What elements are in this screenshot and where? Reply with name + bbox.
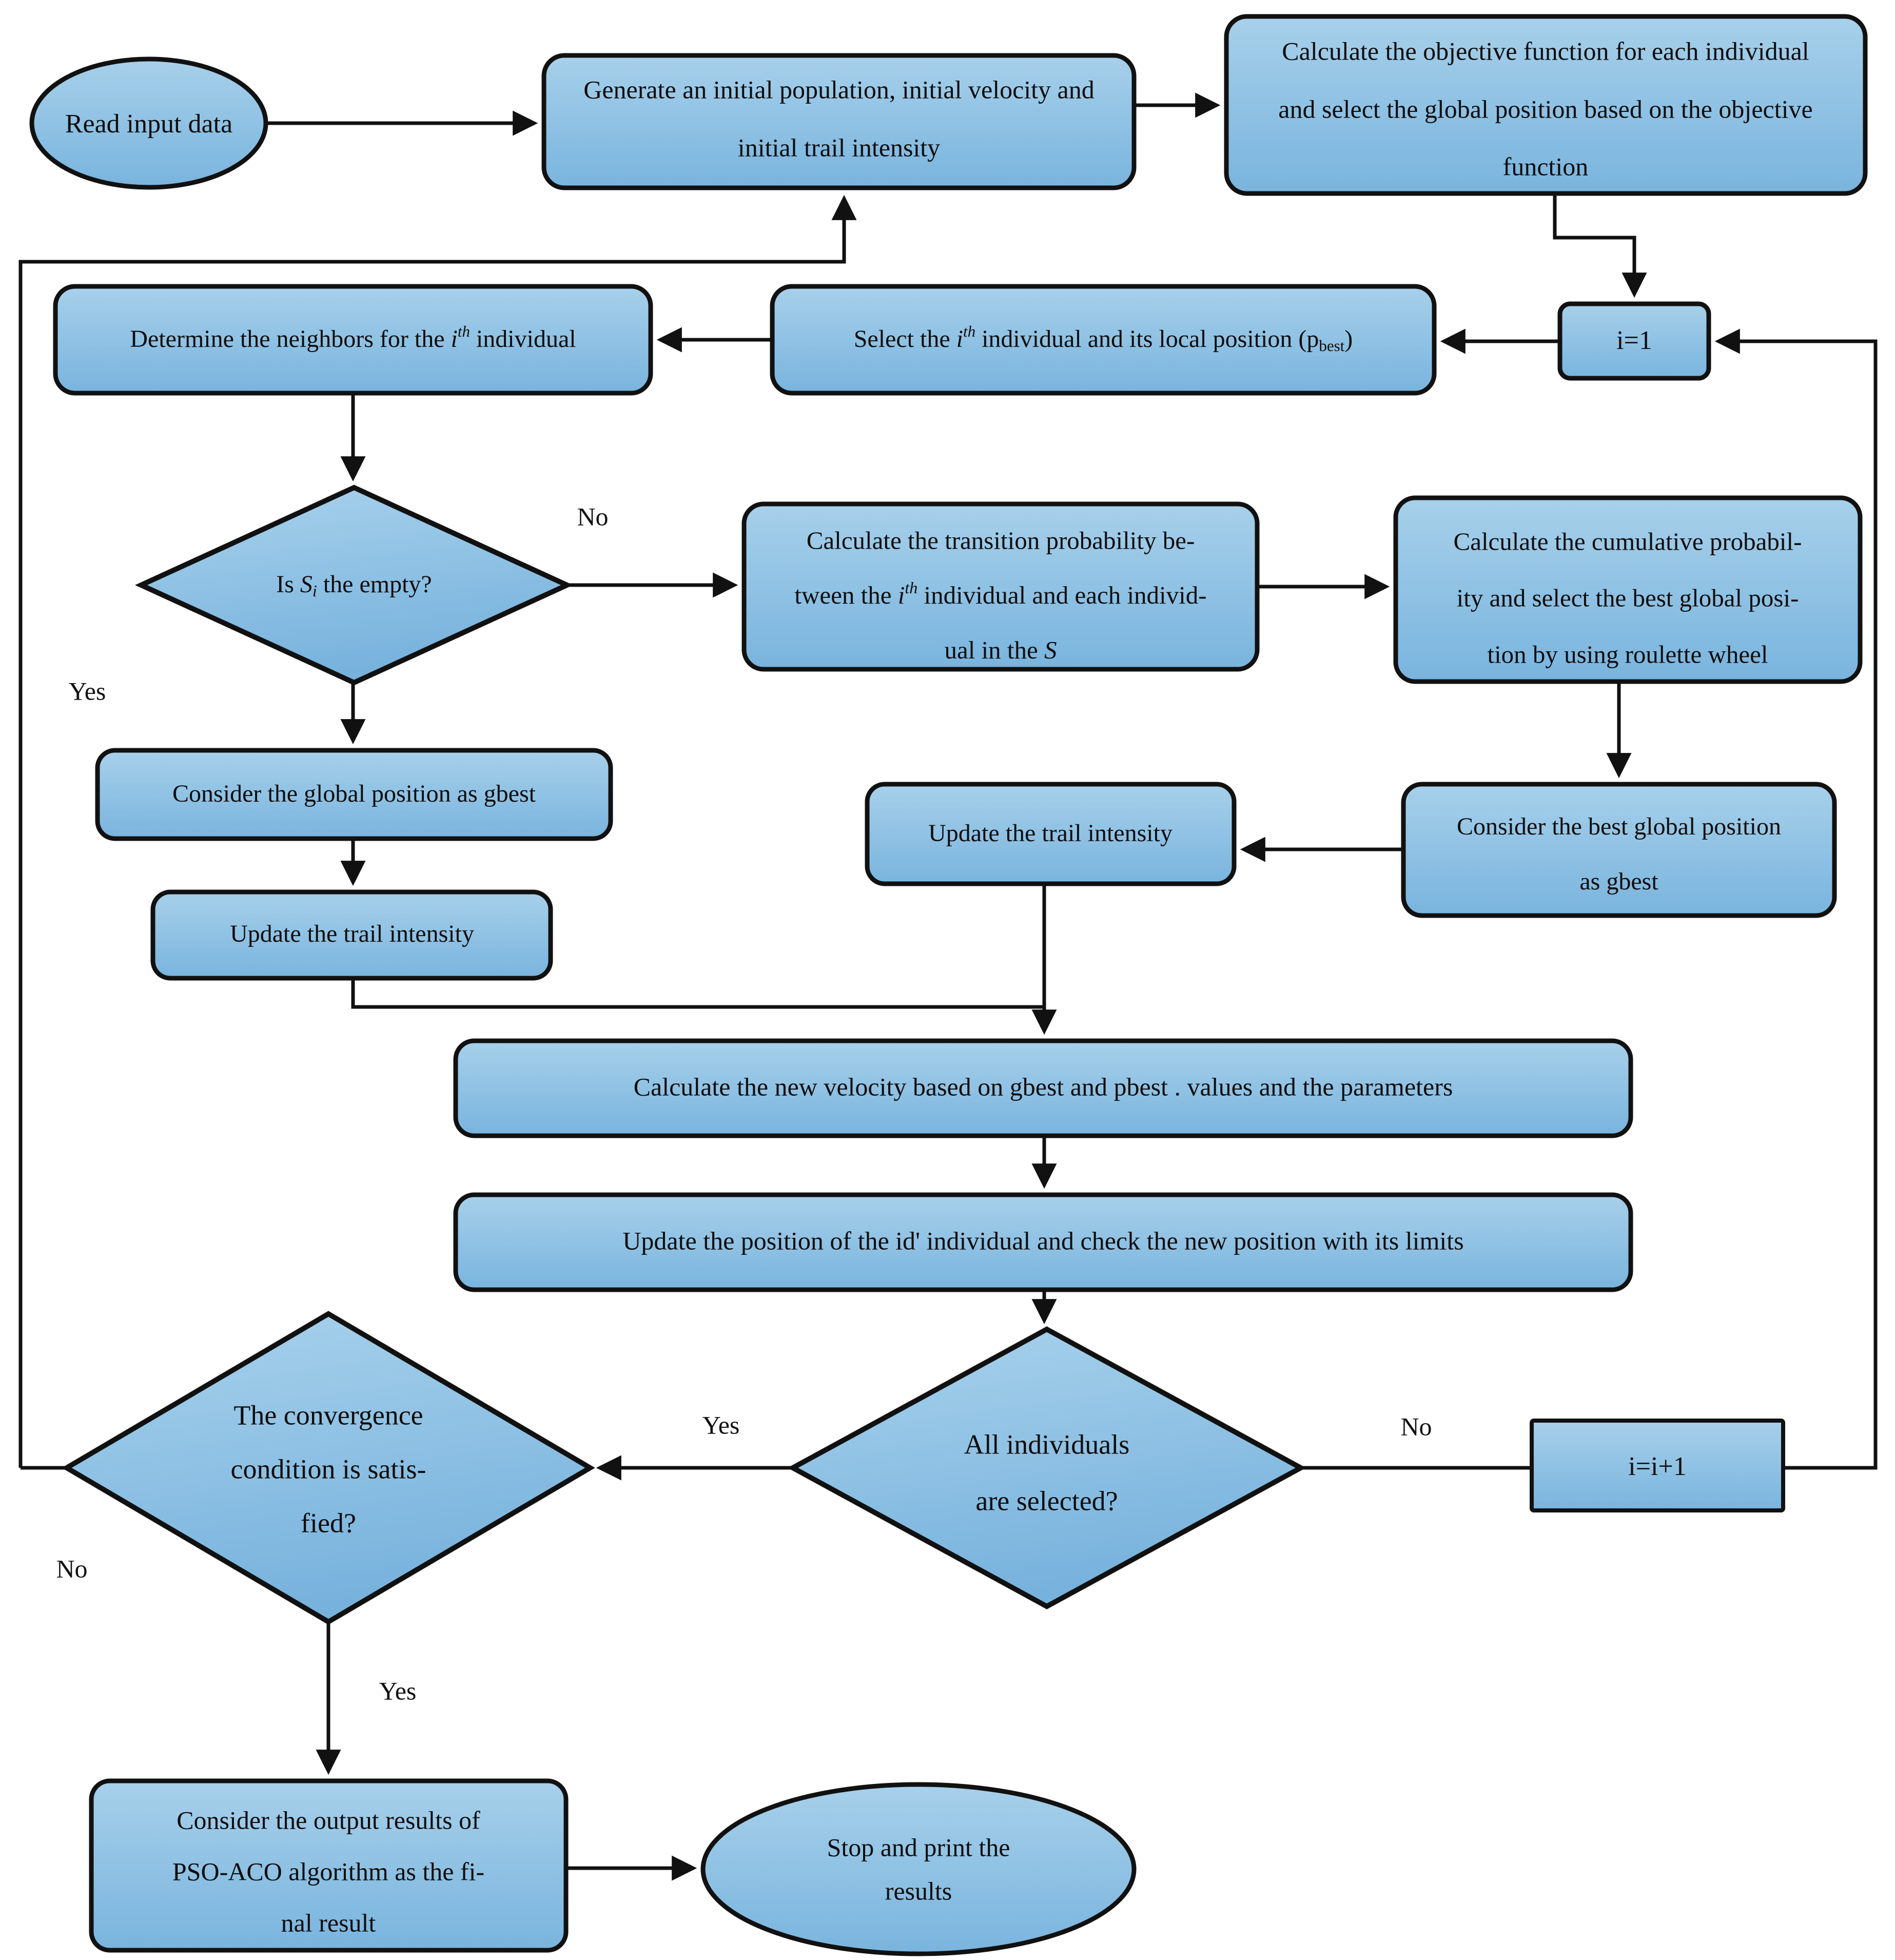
- node-read-input-data[interactable]: Read input data: [29, 56, 268, 190]
- edge-label-yes-all-selected: Yes: [702, 1410, 740, 1439]
- node-is-si-empty-decision[interactable]: Is Si the empty?: [134, 484, 574, 686]
- node-generate-initial-population[interactable]: Generate an initial population, initial …: [541, 53, 1137, 190]
- consider-output-results-line3: nal result: [281, 1908, 376, 1937]
- calculate-transition-probability-line2: tween the ith individual and each indivi…: [794, 578, 1206, 609]
- update-trail-intensity-left-shape[interactable]: [150, 889, 553, 981]
- i-equals-1-label: i=1: [1616, 326, 1652, 355]
- calculate-transition-probability-line3: ual in the S: [944, 636, 1057, 664]
- edge-label-no-convergence: No: [56, 1554, 87, 1583]
- consider-output-results-shape[interactable]: [89, 1778, 569, 1953]
- consider-global-position-gbest-shape[interactable]: [95, 748, 613, 841]
- update-trail-intensity-right-shape[interactable]: [865, 782, 1237, 886]
- node-all-individuals-selected-decision[interactable]: All individuals are selected?: [787, 1326, 1306, 1609]
- node-calculate-cumulative-probability[interactable]: Calculate the cumulative probabil- ity a…: [1393, 495, 1863, 684]
- consider-best-global-position-gbest-line1: Consider the best global position: [1457, 813, 1781, 840]
- node-determine-neighbors[interactable]: Determine the neighbors for the ith indi…: [53, 284, 653, 396]
- edge-increment-back-to-i1: [1714, 328, 1878, 1470]
- convergence-condition-line3: fied?: [301, 1507, 356, 1538]
- all-individuals-selected-line2: are selected?: [975, 1485, 1118, 1516]
- generate-initial-population-line1: Generate an initial population, initial …: [583, 75, 1095, 104]
- read-input-data-label: Read input data: [65, 109, 232, 139]
- i-equals-i-plus-1-shape[interactable]: [1530, 1419, 1785, 1512]
- consider-output-results-line1: Consider the output results of: [177, 1806, 480, 1834]
- is-si-empty-label: Is Si the empty?: [276, 571, 432, 600]
- is-si-empty-shape[interactable]: [134, 484, 574, 686]
- node-update-trail-intensity-right[interactable]: Update the trail intensity: [865, 782, 1237, 886]
- node-calculate-new-velocity[interactable]: Calculate the new velocity based on gbes…: [453, 1038, 1633, 1138]
- edge-loop-back-to-generate: [18, 195, 857, 1468]
- node-consider-best-global-position-gbest[interactable]: Consider the best global position as gbe…: [1401, 782, 1837, 918]
- calculate-objective-function-line3: function: [1503, 152, 1589, 181]
- read-input-data-shape[interactable]: [29, 56, 268, 190]
- node-consider-global-position-gbest[interactable]: Consider the global position as gbest: [95, 748, 613, 841]
- node-stop-print-results[interactable]: Stop and print the results: [700, 1782, 1137, 1956]
- select-individual-label: Select the ith individual and its local …: [854, 322, 1353, 355]
- determine-neighbors-shape[interactable]: [53, 284, 653, 396]
- connector-layer: Calculate transition probability --> Con…: [18, 92, 1878, 1881]
- update-position-shape[interactable]: [453, 1192, 1633, 1292]
- calculate-cumulative-probability-shape[interactable]: [1393, 495, 1863, 684]
- convergence-condition-shape[interactable]: [62, 1311, 595, 1625]
- calculate-cumulative-probability-line2: ity and select the best global posi-: [1457, 584, 1799, 612]
- consider-global-position-gbest-label: Consider the global position as gbest: [172, 780, 536, 807]
- update-position-label: Update the position of the id' individua…: [622, 1226, 1463, 1255]
- edge-label-no-all-selected: No: [1400, 1412, 1432, 1441]
- calculate-new-velocity-label: Calculate the new velocity based on gbes…: [634, 1072, 1453, 1101]
- node-consider-output-results[interactable]: Consider the output results of PSO-ACO a…: [89, 1778, 569, 1953]
- node-i-equals-1[interactable]: i=1: [1557, 301, 1711, 381]
- edge-update-trail-left-join: [351, 978, 1044, 1009]
- generate-initial-population-line2: initial trail intensity: [738, 133, 940, 162]
- node-calculate-transition-probability[interactable]: Calculate the transition probability be-…: [741, 501, 1260, 672]
- node-update-trail-intensity-left[interactable]: Update the trail intensity: [150, 889, 553, 981]
- calculate-transition-probability-line1: Calculate the transition probability be-: [807, 526, 1195, 554]
- select-individual-shape[interactable]: [770, 284, 1437, 396]
- determine-neighbors-label: Determine the neighbors for the ith indi…: [130, 322, 576, 353]
- all-individuals-selected-line1: All individuals: [964, 1429, 1130, 1460]
- calculate-objective-function-line1: Calculate the objective function for eac…: [1282, 36, 1809, 65]
- calculate-transition-probability-shape[interactable]: [741, 501, 1260, 672]
- edge-label-yes-si-empty: Yes: [69, 676, 106, 705]
- convergence-condition-line1: The convergence: [233, 1400, 423, 1430]
- i-equals-i-plus-1-label: i=i+1: [1628, 1452, 1687, 1481]
- calculate-cumulative-probability-line1: Calculate the cumulative probabil-: [1454, 527, 1802, 555]
- calculate-cumulative-probability-line3: tion by using roulette wheel: [1487, 640, 1768, 668]
- node-calculate-objective-function[interactable]: Calculate the objective function for eac…: [1224, 14, 1868, 196]
- edge-label-yes-convergence: Yes: [379, 1676, 417, 1705]
- node-i-equals-i-plus-1[interactable]: i=i+1: [1530, 1419, 1785, 1512]
- node-select-individual[interactable]: Select the ith individual and its local …: [770, 284, 1437, 396]
- calculate-objective-function-shape[interactable]: [1224, 14, 1868, 196]
- update-trail-intensity-left-label: Update the trail intensity: [230, 920, 474, 947]
- generate-initial-population-shape[interactable]: [541, 53, 1137, 190]
- node-update-position[interactable]: Update the position of the id' individua…: [453, 1192, 1633, 1292]
- stop-print-results-line2: results: [885, 1876, 952, 1905]
- calculate-new-velocity-shape[interactable]: [453, 1038, 1633, 1138]
- update-trail-intensity-right-label: Update the trail intensity: [928, 820, 1173, 847]
- node-convergence-condition-decision[interactable]: The convergence condition is satis- fied…: [62, 1311, 595, 1625]
- stop-print-results-line1: Stop and print the: [827, 1833, 1010, 1861]
- consider-best-global-position-gbest-line2: as gbest: [1579, 868, 1658, 895]
- edge-objective-to-i1: [1553, 193, 1647, 298]
- i-equals-1-shape[interactable]: [1557, 301, 1711, 381]
- all-individuals-selected-shape[interactable]: [787, 1326, 1306, 1609]
- edge-label-no-si-empty: No: [577, 502, 608, 531]
- convergence-condition-line2: condition is satis-: [231, 1453, 426, 1484]
- stop-print-results-shape[interactable]: [700, 1782, 1137, 1956]
- consider-best-global-position-gbest-shape[interactable]: [1401, 782, 1837, 918]
- calculate-objective-function-line2: and select the global position based on …: [1278, 94, 1812, 123]
- consider-output-results-line2: PSO-ACO algorithm as the fi-: [172, 1857, 484, 1886]
